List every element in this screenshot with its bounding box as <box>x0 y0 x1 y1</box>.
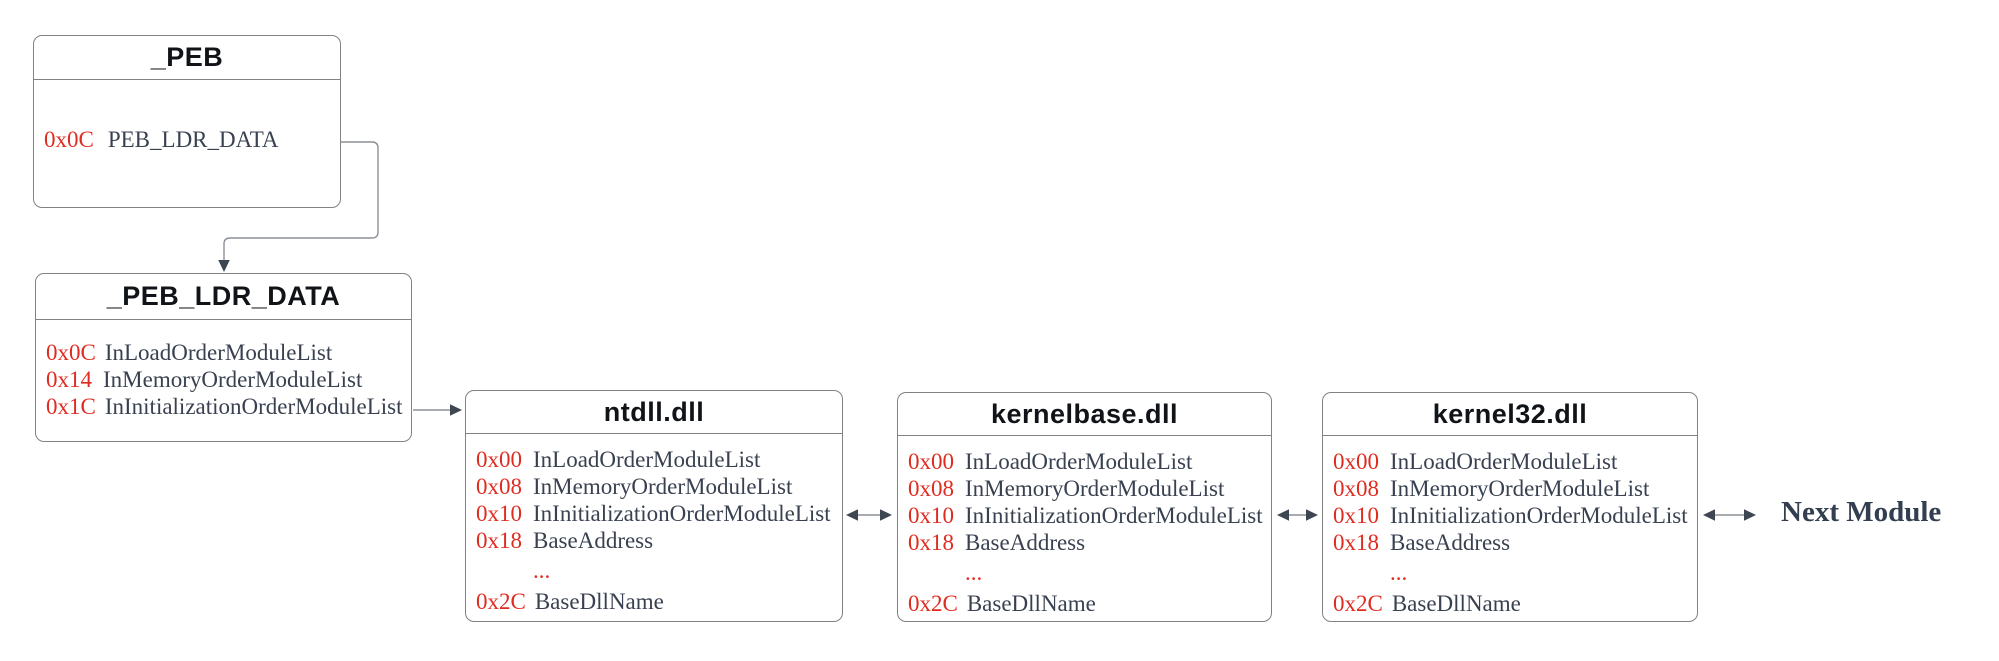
field-name: InInitializationOrderModuleList <box>1390 503 1688 528</box>
field-name: ... <box>1390 560 1408 585</box>
struct-field-row: 0x0C PEB_LDR_DATA <box>44 126 334 153</box>
struct-field-row: ... <box>476 554 836 588</box>
next-module-label: Next Module <box>1781 496 1942 528</box>
struct-box-header: _PEB <box>34 36 340 80</box>
field-offset: 0x2C <box>476 589 526 614</box>
field-offset: 0x08 <box>908 476 954 501</box>
struct-title: _PEB <box>150 42 224 72</box>
module-box-header: ntdll.dll <box>466 391 842 434</box>
field-offset: 0x14 <box>46 367 92 392</box>
field-offset <box>476 554 524 588</box>
field-offset: 0x00 <box>476 447 522 472</box>
arrow-kernelbase-kernel32 <box>1277 509 1318 521</box>
struct-field-row: 0x2C BaseDllName <box>476 588 836 615</box>
struct-field-row: 0x00 InLoadOrderModuleList <box>1333 448 1691 475</box>
field-name: InLoadOrderModuleList <box>965 449 1193 474</box>
field-name: PEB_LDR_DATA <box>107 127 279 152</box>
field-offset: 0x0C <box>44 127 94 152</box>
arrow-ldr-to-ntdll <box>413 404 462 416</box>
field-offset <box>1333 556 1381 590</box>
field-name: BaseAddress <box>965 530 1086 555</box>
field-name: BaseAddress <box>533 528 654 553</box>
struct-field-row: ... <box>1333 556 1691 590</box>
module-box-header: kernelbase.dll <box>898 393 1271 436</box>
struct-field-row: 0x14 InMemoryOrderModuleList <box>46 366 405 393</box>
struct-title: _PEB_LDR_DATA <box>106 281 341 311</box>
arrow-peb-to-ldr <box>218 141 379 272</box>
field-offset: 0x08 <box>1333 476 1379 501</box>
struct-field-row: 0x18 BaseAddress <box>476 527 836 554</box>
field-offset: 0x00 <box>1333 449 1379 474</box>
module-title: ntdll.dll <box>603 396 705 427</box>
module-title: kernel32.dll <box>1432 398 1588 429</box>
struct-box-header: _PEB_LDR_DATA <box>36 274 411 320</box>
module-box-body: 0x00 InLoadOrderModuleList 0x08 InMemoryOrd… <box>466 434 842 615</box>
struct-box-peb: _PEB 0x0C PEB_LDR_DATA <box>33 35 341 208</box>
field-offset: 0x2C <box>1333 591 1383 616</box>
struct-box-body: 0x0C PEB_LDR_DATA <box>34 80 340 153</box>
field-offset: 0x10 <box>908 503 954 528</box>
field-offset: 0x08 <box>476 474 522 499</box>
struct-field-row: 0x08 InMemoryOrderModuleList <box>908 475 1265 502</box>
arrow-kernel32-next-module <box>1703 509 1756 521</box>
field-name: InInitializationOrderModuleList <box>965 503 1263 528</box>
field-offset: 0x10 <box>1333 503 1379 528</box>
struct-field-row: 0x00 InLoadOrderModuleList <box>476 446 836 473</box>
module-box-header: kernel32.dll <box>1323 393 1697 436</box>
field-offset: 0x18 <box>476 528 522 553</box>
module-box-body: 0x00 InLoadOrderModuleList 0x08 InMemoryOrd… <box>1323 436 1697 617</box>
struct-field-row: 0x10 InInitializationOrderModuleList <box>476 500 836 527</box>
struct-field-row: 0x18 BaseAddress <box>908 529 1265 556</box>
struct-box-body: 0x0C InLoadOrderModuleList 0x14 InMemoryOrd… <box>36 320 411 420</box>
module-title: kernelbase.dll <box>990 398 1179 429</box>
struct-field-row: ... <box>908 556 1265 590</box>
field-offset <box>908 556 956 590</box>
field-offset: 0x2C <box>908 591 958 616</box>
field-name: InMemoryOrderModuleList <box>533 474 793 499</box>
field-name: InMemoryOrderModuleList <box>1390 476 1650 501</box>
field-name: ... <box>533 558 551 583</box>
field-name: InInitializationOrderModuleList <box>533 501 831 526</box>
field-name: BaseDllName <box>966 591 1096 616</box>
struct-field-row: 0x00 InLoadOrderModuleList <box>908 448 1265 475</box>
struct-field-row: 0x2C BaseDllName <box>1333 590 1691 617</box>
struct-field-row: 0x1C InInitializationOrderModuleList <box>46 393 405 420</box>
field-name: BaseDllName <box>1391 591 1521 616</box>
struct-field-row: 0x08 InMemoryOrderModuleList <box>476 473 836 500</box>
field-name: InMemoryOrderModuleList <box>103 367 363 392</box>
module-box-kernelbase: kernelbase.dll 0x00 InLoadOrderModuleList… <box>897 392 1272 622</box>
module-box-body: 0x00 InLoadOrderModuleList 0x08 InMemoryOrd… <box>898 436 1271 617</box>
field-name: BaseDllName <box>534 589 664 614</box>
field-name: InMemoryOrderModuleList <box>965 476 1225 501</box>
field-name: BaseAddress <box>1390 530 1511 555</box>
struct-field-row: 0x2C BaseDllName <box>908 590 1265 617</box>
field-name: InInitializationOrderModuleList <box>104 394 403 419</box>
field-offset: 0x10 <box>476 501 522 526</box>
field-offset: 0x1C <box>46 394 96 419</box>
struct-field-row: 0x10 InInitializationOrderModuleList <box>1333 502 1691 529</box>
field-name: ... <box>965 560 983 585</box>
field-offset: 0x0C <box>46 340 96 365</box>
field-name: InLoadOrderModuleList <box>1390 449 1618 474</box>
field-offset: 0x18 <box>1333 530 1379 555</box>
field-offset: 0x00 <box>908 449 954 474</box>
struct-field-row: 0x08 InMemoryOrderModuleList <box>1333 475 1691 502</box>
struct-field-row: 0x18 BaseAddress <box>1333 529 1691 556</box>
field-offset: 0x18 <box>908 530 954 555</box>
field-name: InLoadOrderModuleList <box>533 447 761 472</box>
struct-field-row: 0x0C InLoadOrderModuleList <box>46 339 405 366</box>
field-name: InLoadOrderModuleList <box>104 340 333 365</box>
arrow-ntdll-kernelbase <box>846 509 892 521</box>
struct-field-row: 0x10 InInitializationOrderModuleList <box>908 502 1265 529</box>
